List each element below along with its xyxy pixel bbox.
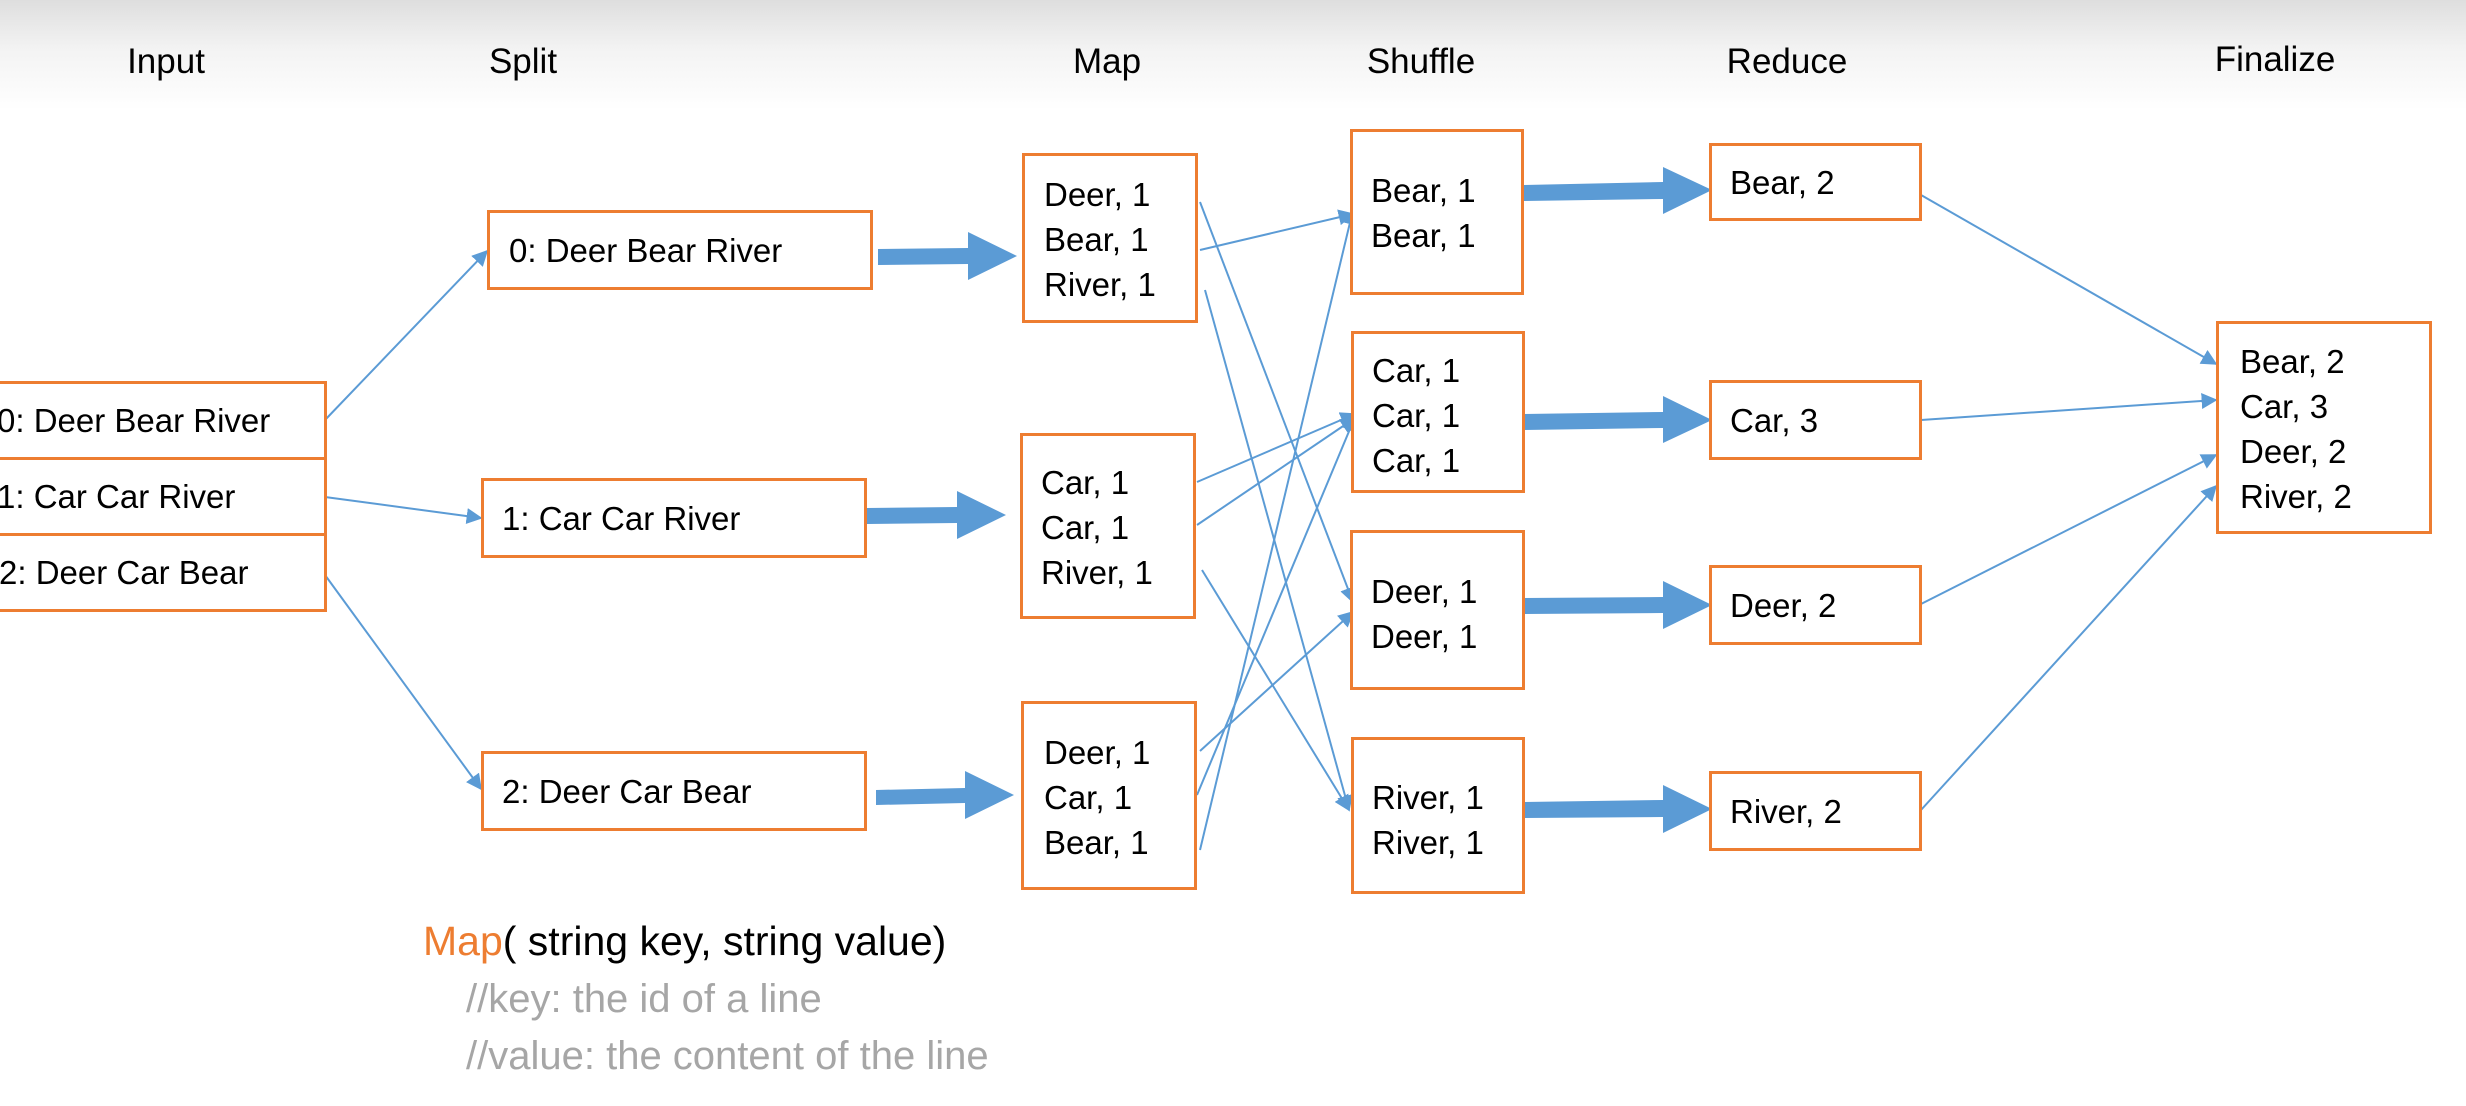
header-shuffle: Shuffle: [1366, 42, 1476, 81]
header-map: Map: [1072, 42, 1142, 81]
arrow-input-split-0: [324, 249, 489, 421]
input-line-1: 1: Car Car River: [0, 457, 327, 536]
map-1-pair-1: Car, 1: [1041, 509, 1130, 546]
shuffle-car-pair-1: Car, 1: [1372, 397, 1461, 434]
shuffle-box-deer: Deer, 1 Deer, 1: [1350, 530, 1525, 690]
arrow-map0-bear: [1199, 209, 1355, 251]
arrow-reduce-final-bear: [1920, 194, 2218, 365]
thick-arrow-shuffle-reduce-2: [1523, 581, 1712, 629]
shuffle-river-pair-0: River, 1: [1372, 779, 1484, 816]
split-box-1: 1: Car Car River: [481, 478, 867, 558]
thick-arrow-split-map-1: [867, 491, 1006, 539]
arrow-input-split-2: [324, 574, 482, 791]
final-pair-river: River, 2: [2240, 478, 2352, 515]
thick-arrow-shuffle-reduce-3: [1523, 785, 1712, 833]
header-band: [0, 0, 2466, 110]
arrow-input-split-1: [324, 496, 483, 525]
shuffle-deer-pair-0: Deer, 1: [1371, 573, 1478, 610]
shuffle-box-bear: Bear, 1 Bear, 1: [1350, 129, 1524, 295]
header-split: Split: [488, 42, 558, 81]
thick-arrow-shuffle-reduce-1: [1523, 396, 1712, 443]
shuffle-bear-pair-1: Bear, 1: [1371, 217, 1476, 254]
split-box-2: 2: Deer Car Bear: [481, 751, 867, 831]
shuffle-river-pair-1: River, 1: [1372, 824, 1484, 861]
input-line-2: 2: Deer Car Bear: [0, 533, 327, 612]
map-box-2: Deer, 1 Car, 1 Bear, 1: [1021, 701, 1197, 890]
map-2-pair-2: Bear, 1: [1044, 824, 1149, 861]
map-box-1: Car, 1 Car, 1 River, 1: [1020, 433, 1196, 619]
map-keyword: Map: [423, 918, 503, 964]
final-pair-deer: Deer, 2: [2240, 433, 2347, 470]
map-2-pair-0: Deer, 1: [1044, 734, 1151, 771]
arrow-reduce-final-car: [1920, 392, 2218, 421]
comment-key: //key: the id of a line: [466, 977, 822, 1021]
map-1-pair-0: Car, 1: [1041, 464, 1130, 501]
reduce-box-deer: Deer, 2: [1709, 565, 1922, 645]
final-pair-car: Car, 3: [2240, 388, 2329, 425]
map-0-pair-2: River, 1: [1044, 266, 1156, 303]
header-input: Input: [127, 42, 205, 81]
shuffle-deer-pair-1: Deer, 1: [1371, 618, 1478, 655]
header-reduce: Reduce: [1726, 42, 1848, 81]
map-0-pair-0: Deer, 1: [1044, 176, 1151, 213]
map-1-pair-2: River, 1: [1041, 554, 1153, 591]
finalize-box: Bear, 2 Car, 3 Deer, 2 River, 2: [2216, 321, 2432, 534]
comment-value: //value: the content of the line: [466, 1034, 989, 1078]
thick-arrow-split-map-2: [876, 771, 1014, 819]
map-2-pair-1: Car, 1: [1044, 779, 1133, 816]
map-box-0: Deer, 1 Bear, 1 River, 1: [1022, 153, 1198, 323]
reduce-box-car: Car, 3: [1709, 380, 1922, 460]
shuffle-box-river: River, 1 River, 1: [1351, 737, 1525, 894]
split-box-0: 0: Deer Bear River: [487, 210, 873, 290]
thick-arrow-shuffle-reduce-0: [1523, 167, 1712, 214]
thick-arrow-split-map-0: [878, 232, 1017, 280]
reduce-box-river: River, 2: [1709, 771, 1922, 851]
arrow-map1-river: [1201, 569, 1350, 812]
arrow-map1-car-b: [1196, 417, 1357, 526]
arrow-reduce-final-deer: [1920, 454, 2218, 605]
final-pair-bear: Bear, 2: [2240, 343, 2345, 380]
arrow-map1-car-a: [1196, 412, 1357, 483]
arrow-map0-deer: [1199, 201, 1356, 604]
shuffle-car-pair-2: Car, 1: [1372, 442, 1461, 479]
header-finalize: Finalize: [2214, 40, 2336, 79]
reduce-box-bear: Bear, 2: [1709, 143, 1922, 221]
arrow-map2-bear: [1199, 208, 1358, 851]
arrow-map2-car: [1196, 415, 1357, 796]
map-0-pair-1: Bear, 1: [1044, 221, 1149, 258]
arrow-map2-deer: [1199, 610, 1355, 752]
map-signature-params: ( string key, string value): [502, 918, 947, 964]
shuffle-car-pair-0: Car, 1: [1372, 352, 1461, 389]
arrow-reduce-final-river: [1920, 484, 2218, 811]
map-function-signature: Map( string key, string value): [423, 918, 946, 965]
shuffle-box-car: Car, 1 Car, 1 Car, 1: [1351, 331, 1525, 493]
shuffle-bear-pair-0: Bear, 1: [1371, 172, 1476, 209]
input-line-0: 0: Deer Bear River: [0, 381, 327, 460]
arrow-map0-river: [1204, 289, 1353, 812]
